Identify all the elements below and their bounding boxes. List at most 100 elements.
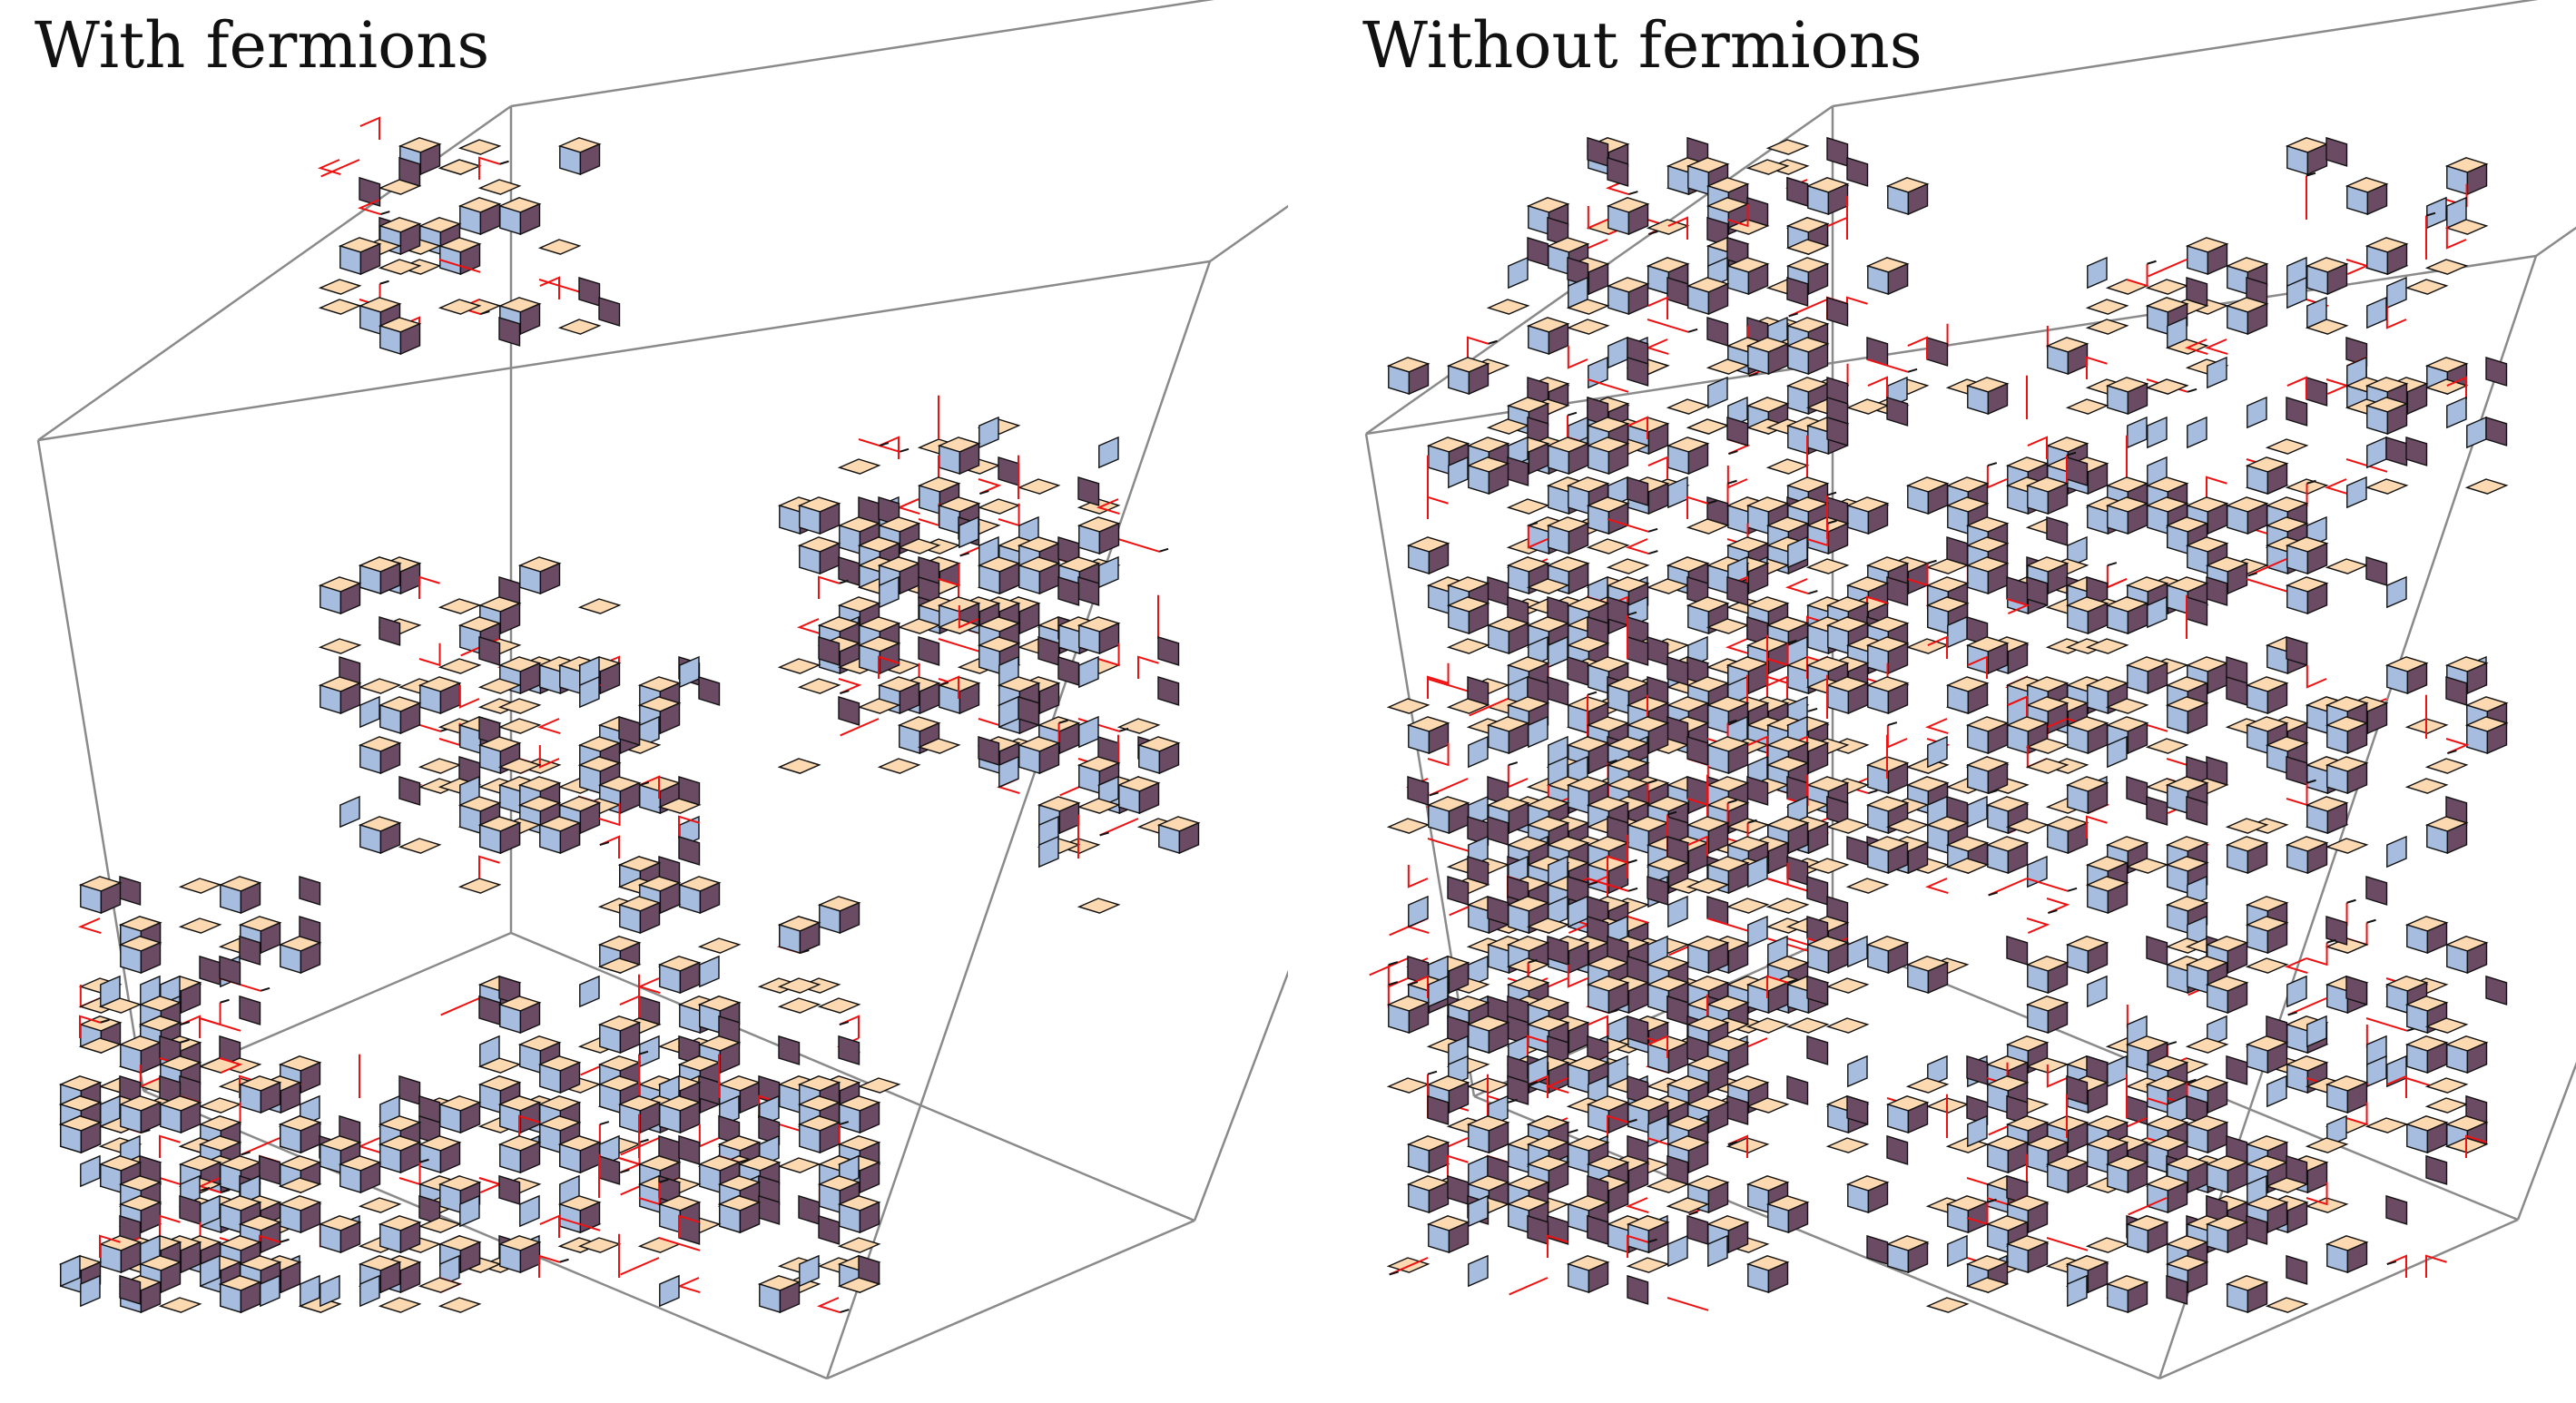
plaquette-right (959, 442, 980, 476)
plaquette-top (1526, 578, 1570, 594)
plaquette-right (1647, 875, 1669, 906)
plaquette-top (1526, 917, 1570, 934)
plaquette-right (1627, 1161, 1649, 1194)
plaquette-right (1527, 236, 1549, 267)
link-tick (2306, 172, 2316, 177)
link-tick (379, 280, 389, 285)
plaquette-top (278, 1177, 322, 1193)
plaquette-top (2424, 259, 2469, 275)
plaquette-top (318, 299, 362, 315)
link-tick (1727, 799, 1737, 804)
plaquette-top (2325, 937, 2369, 954)
plaquette-right (1408, 1001, 1430, 1035)
plaquette-top (1077, 798, 1121, 814)
link-tick (840, 1309, 850, 1314)
plaquette-left (2247, 396, 2267, 429)
plaquette-right (1826, 296, 1849, 327)
link-tick (2306, 479, 2316, 485)
plaquette-right (1608, 1181, 1629, 1214)
plaquette-right (339, 1221, 361, 1254)
plaquette-right (219, 955, 241, 986)
link-segment (816, 1297, 841, 1314)
link-segment (2345, 1102, 2368, 1126)
plaquette-top (1765, 139, 1810, 155)
link-segment (320, 159, 360, 178)
plaquette-left (60, 1254, 81, 1288)
plaquette-left (579, 675, 600, 709)
link-tick (1508, 1098, 1518, 1104)
plaquette-right (1098, 522, 1120, 555)
link-segment (2026, 917, 2050, 935)
link-segment (2026, 878, 2069, 892)
plaquette-right (539, 562, 561, 595)
plaquette-left (1747, 915, 1768, 948)
plaquette-top (2185, 1037, 2229, 1054)
plaquette-right (1707, 1181, 1729, 1214)
link-tick (221, 1189, 231, 1194)
plaquette-right (1178, 821, 1200, 855)
link-tick (1787, 978, 1797, 984)
link-segment (77, 917, 102, 935)
plaquette-left (2466, 416, 2487, 449)
plaquette-right (1907, 1101, 1929, 1134)
plaquette-right (2485, 416, 2508, 446)
link-segment (1137, 655, 1159, 679)
link-segment (180, 1015, 201, 1038)
link-tick (1727, 719, 1737, 724)
link-tick (1628, 191, 1638, 196)
link-tick (2187, 388, 2197, 393)
plaquette-left (2087, 256, 2108, 289)
link-segment (418, 643, 441, 667)
link-tick (2447, 750, 2457, 755)
plaquette-right (2227, 1221, 2248, 1254)
link-segment (1627, 1234, 1648, 1258)
plaquette-top (2105, 279, 2149, 295)
plaquette-top (2005, 818, 2050, 834)
plaquette-left (1927, 735, 1948, 769)
plaquette-right (2485, 975, 2508, 1006)
plaquette-right (1846, 156, 1869, 187)
plaquette-right (1157, 675, 1180, 706)
plaquette-right (2147, 662, 2168, 695)
link-segment (2306, 1182, 2328, 1206)
link-tick (1987, 1198, 1997, 1203)
plaquette-right (2345, 975, 2368, 1006)
plaquette-right (260, 1081, 281, 1114)
plaquette-left (1568, 895, 1588, 928)
plaquette-left (2366, 296, 2387, 329)
link-segment (357, 199, 381, 216)
link-segment (1607, 1114, 1628, 1138)
plaquette-left (200, 1254, 221, 1288)
plaquette-right (819, 502, 841, 535)
link-tick (220, 998, 230, 1004)
link-segment (159, 1134, 181, 1158)
plaquette-right (1018, 602, 1040, 635)
link-tick (638, 1050, 649, 1055)
plaquette-right (359, 176, 381, 207)
plaquette-top (1726, 898, 1770, 914)
plaquette-right (1138, 781, 1160, 815)
panel-title: With fermions (34, 8, 490, 83)
link-segment (858, 438, 900, 453)
plaquette-left (1608, 336, 1628, 369)
plaquette-top (2265, 438, 2309, 455)
plaquette-right (2286, 396, 2308, 427)
link-tick (1727, 479, 1737, 485)
plaquette-right (2366, 182, 2388, 216)
plaquette-right (2466, 1041, 2488, 1074)
link-segment (1886, 725, 1908, 749)
plaquette-right (2386, 402, 2408, 436)
plaquette-right (2326, 801, 2348, 835)
plaquette-right (1887, 941, 1909, 975)
plaquette-right (478, 995, 501, 1025)
plaquette-top (837, 1277, 881, 1293)
plaquette-top (637, 1237, 682, 1253)
plaquette-right (199, 955, 221, 986)
plaquette-right (918, 635, 940, 666)
link-segment (1627, 416, 1648, 439)
link-tick (1568, 1129, 1578, 1134)
plaquette-left (2107, 735, 2128, 769)
plaquette-right (260, 1221, 281, 1254)
plaquette-right (2466, 941, 2488, 975)
plaquette-right (1487, 575, 1509, 606)
